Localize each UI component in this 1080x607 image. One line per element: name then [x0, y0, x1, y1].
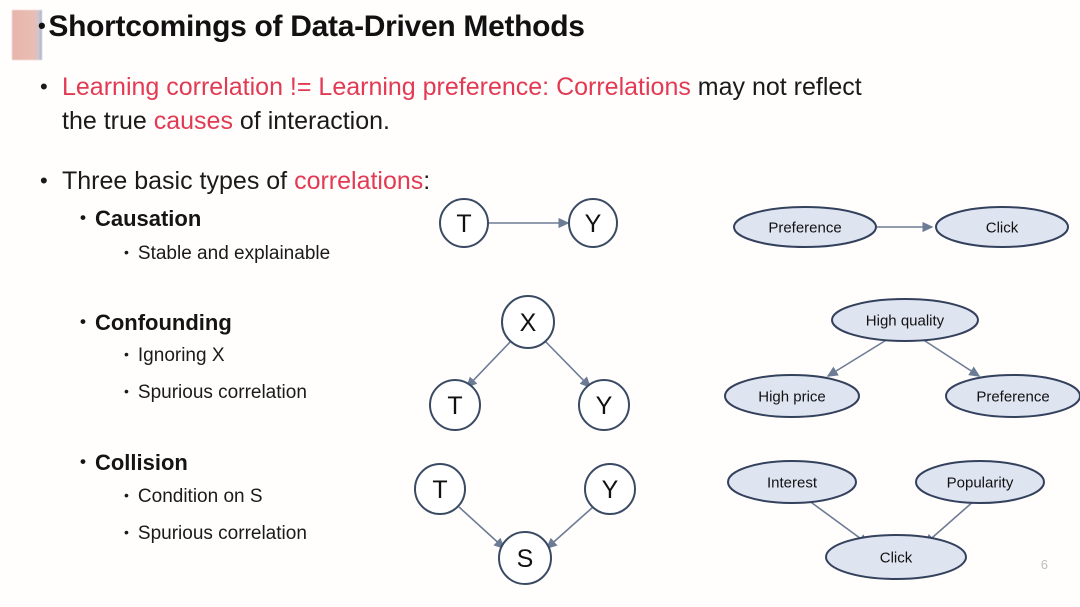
diagram-collision-abstract: T Y S — [410, 460, 645, 590]
node-y — [568, 198, 618, 248]
node-high-quality — [831, 298, 979, 342]
edge-x-to-t — [465, 339, 513, 389]
page-number: 6 — [1040, 557, 1048, 572]
bullet-causation-label: Causation — [94, 206, 202, 231]
bullet-causation: • Causation — [80, 206, 201, 232]
node-t-label: T — [447, 392, 462, 420]
bullet-three-types: • Three basic types of correlations: — [40, 164, 560, 198]
node-high-price — [724, 374, 860, 418]
diagram-causation-abstract: T Y — [425, 190, 655, 262]
bullet-p1-black-1: may not reflect — [690, 73, 862, 101]
node-y-label: Y — [596, 392, 613, 420]
edge-interest-to-click — [807, 499, 870, 545]
node-x — [501, 295, 555, 349]
bullet-confounding-label: Confounding — [94, 310, 232, 335]
bullet-p2-red-1: correlations — [294, 167, 424, 195]
node-y — [584, 463, 636, 515]
bullet-confounding: • Confounding — [80, 310, 232, 336]
node-click-label: Click — [986, 220, 1019, 237]
node-t — [429, 379, 481, 431]
node-x-label: X — [520, 309, 537, 337]
node-interest-label: Interest — [767, 475, 818, 492]
edge-popularity-to-click — [923, 499, 976, 546]
bullet-confounding-sub-1-label: Spurious correlation — [137, 382, 307, 403]
node-preference-label: Preference — [768, 220, 841, 237]
bullet-confounding-sub-1: • Spurious correlation — [124, 382, 307, 404]
bullet-p1-line2-black-1: the true — [62, 107, 154, 135]
bullet-dot-icon: • — [40, 74, 48, 99]
bullet-collision-label: Collision — [94, 450, 188, 475]
node-popularity-label: Popularity — [947, 475, 1014, 492]
node-high-price-label: High price — [758, 389, 826, 406]
title-bullet-icon: • — [38, 13, 46, 38]
node-t — [414, 463, 466, 515]
node-y-label: Y — [602, 476, 619, 504]
bullet-collision-sub-1: • Spurious correlation — [124, 523, 307, 545]
bullet-p1-line2-red-1: causes — [153, 107, 233, 135]
bullet-dot-icon: • — [80, 208, 86, 227]
bullet-three-types-text: Three basic types of correlations: — [62, 164, 560, 198]
node-high-quality-label: High quality — [866, 313, 945, 330]
bullet-p1-red-1: Learning correlation != Learning prefere… — [62, 73, 691, 101]
bullet-dot-icon: • — [124, 346, 129, 362]
edge-t-to-s — [458, 506, 506, 550]
bullet-dot-icon: • — [124, 487, 129, 503]
node-s — [498, 531, 552, 585]
bullet-learning-correlation: • Learning correlation != Learning prefe… — [40, 70, 1020, 138]
bullet-p2-black-2: : — [423, 167, 431, 195]
edge-quality-to-preference — [921, 338, 981, 377]
page-title: •Shortcomings of Data-Driven Methods — [38, 10, 585, 44]
node-click-label: Click — [880, 550, 913, 567]
bullet-p2-black-1: Three basic types of — [62, 167, 295, 195]
bullet-dot-icon: • — [124, 244, 129, 260]
node-preference — [733, 206, 877, 248]
bullet-collision-sub-1-label: Spurious correlation — [137, 523, 307, 544]
edge-quality-to-price — [826, 338, 889, 377]
node-interest — [727, 460, 857, 504]
bullet-dot-icon: • — [124, 524, 129, 540]
node-preference — [945, 374, 1080, 418]
title-accent-block — [12, 10, 42, 60]
node-t — [439, 198, 489, 248]
node-t-label: T — [456, 210, 471, 238]
node-y — [578, 379, 630, 431]
diagram-confounding-abstract: X T Y — [420, 295, 650, 435]
bullet-dot-icon: • — [124, 383, 129, 399]
bullet-causation-sub-0-label: Stable and explainable — [137, 243, 331, 264]
node-y-label: Y — [585, 210, 602, 238]
bullet-collision-sub-0-label: Condition on S — [137, 486, 263, 507]
bullet-p1-line2-black-2: of interaction. — [232, 107, 390, 135]
node-popularity — [915, 460, 1045, 504]
page-title-text: Shortcomings of Data-Driven Methods — [48, 10, 585, 43]
bullet-causation-sub-0: • Stable and explainable — [124, 243, 330, 265]
diagram-causation-concrete: Preference Click — [730, 200, 1070, 258]
diagram-collision-concrete: Interest Popularity Click — [722, 458, 1072, 588]
node-preference-label: Preference — [976, 389, 1049, 406]
bullet-collision-sub-0: • Condition on S — [124, 486, 263, 508]
diagram-confounding-concrete: High quality High price Preference — [724, 298, 1080, 423]
bullet-learning-correlation-text: Learning correlation != Learning prefere… — [62, 70, 1020, 138]
node-click — [825, 534, 967, 580]
bullet-collision: • Collision — [80, 450, 188, 476]
node-t-label: T — [432, 476, 447, 504]
bullet-dot-icon: • — [80, 312, 86, 331]
node-click — [935, 206, 1069, 248]
bullet-confounding-sub-0: • Ignoring X — [124, 345, 225, 367]
bullet-confounding-sub-0-label: Ignoring X — [137, 345, 225, 366]
bullet-dot-icon: • — [80, 452, 86, 471]
edge-y-to-s — [545, 506, 594, 550]
bullet-dot-icon: • — [40, 168, 48, 193]
node-s-label: S — [517, 545, 534, 573]
edge-x-to-y — [543, 339, 592, 389]
